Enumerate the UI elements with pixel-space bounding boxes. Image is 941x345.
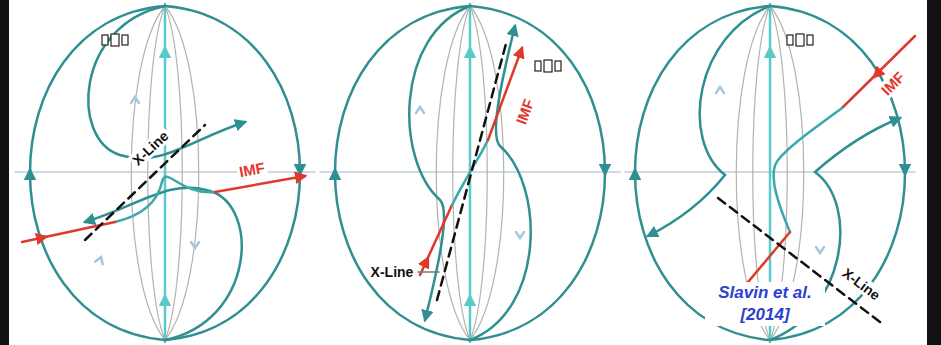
imf-label: IMF xyxy=(236,159,268,181)
panel-one xyxy=(15,4,315,342)
citation-caption: Slavin et al. [2014] xyxy=(705,282,825,326)
panel-three xyxy=(625,4,915,342)
x-line-label: X-Line xyxy=(369,264,416,280)
imf-label: IMF xyxy=(512,95,538,129)
x-line-label: X-Line xyxy=(837,263,884,304)
imf-label: IMF xyxy=(876,67,909,100)
panel-two xyxy=(320,4,620,342)
edge-band xyxy=(0,0,9,345)
edge-band xyxy=(927,0,941,345)
